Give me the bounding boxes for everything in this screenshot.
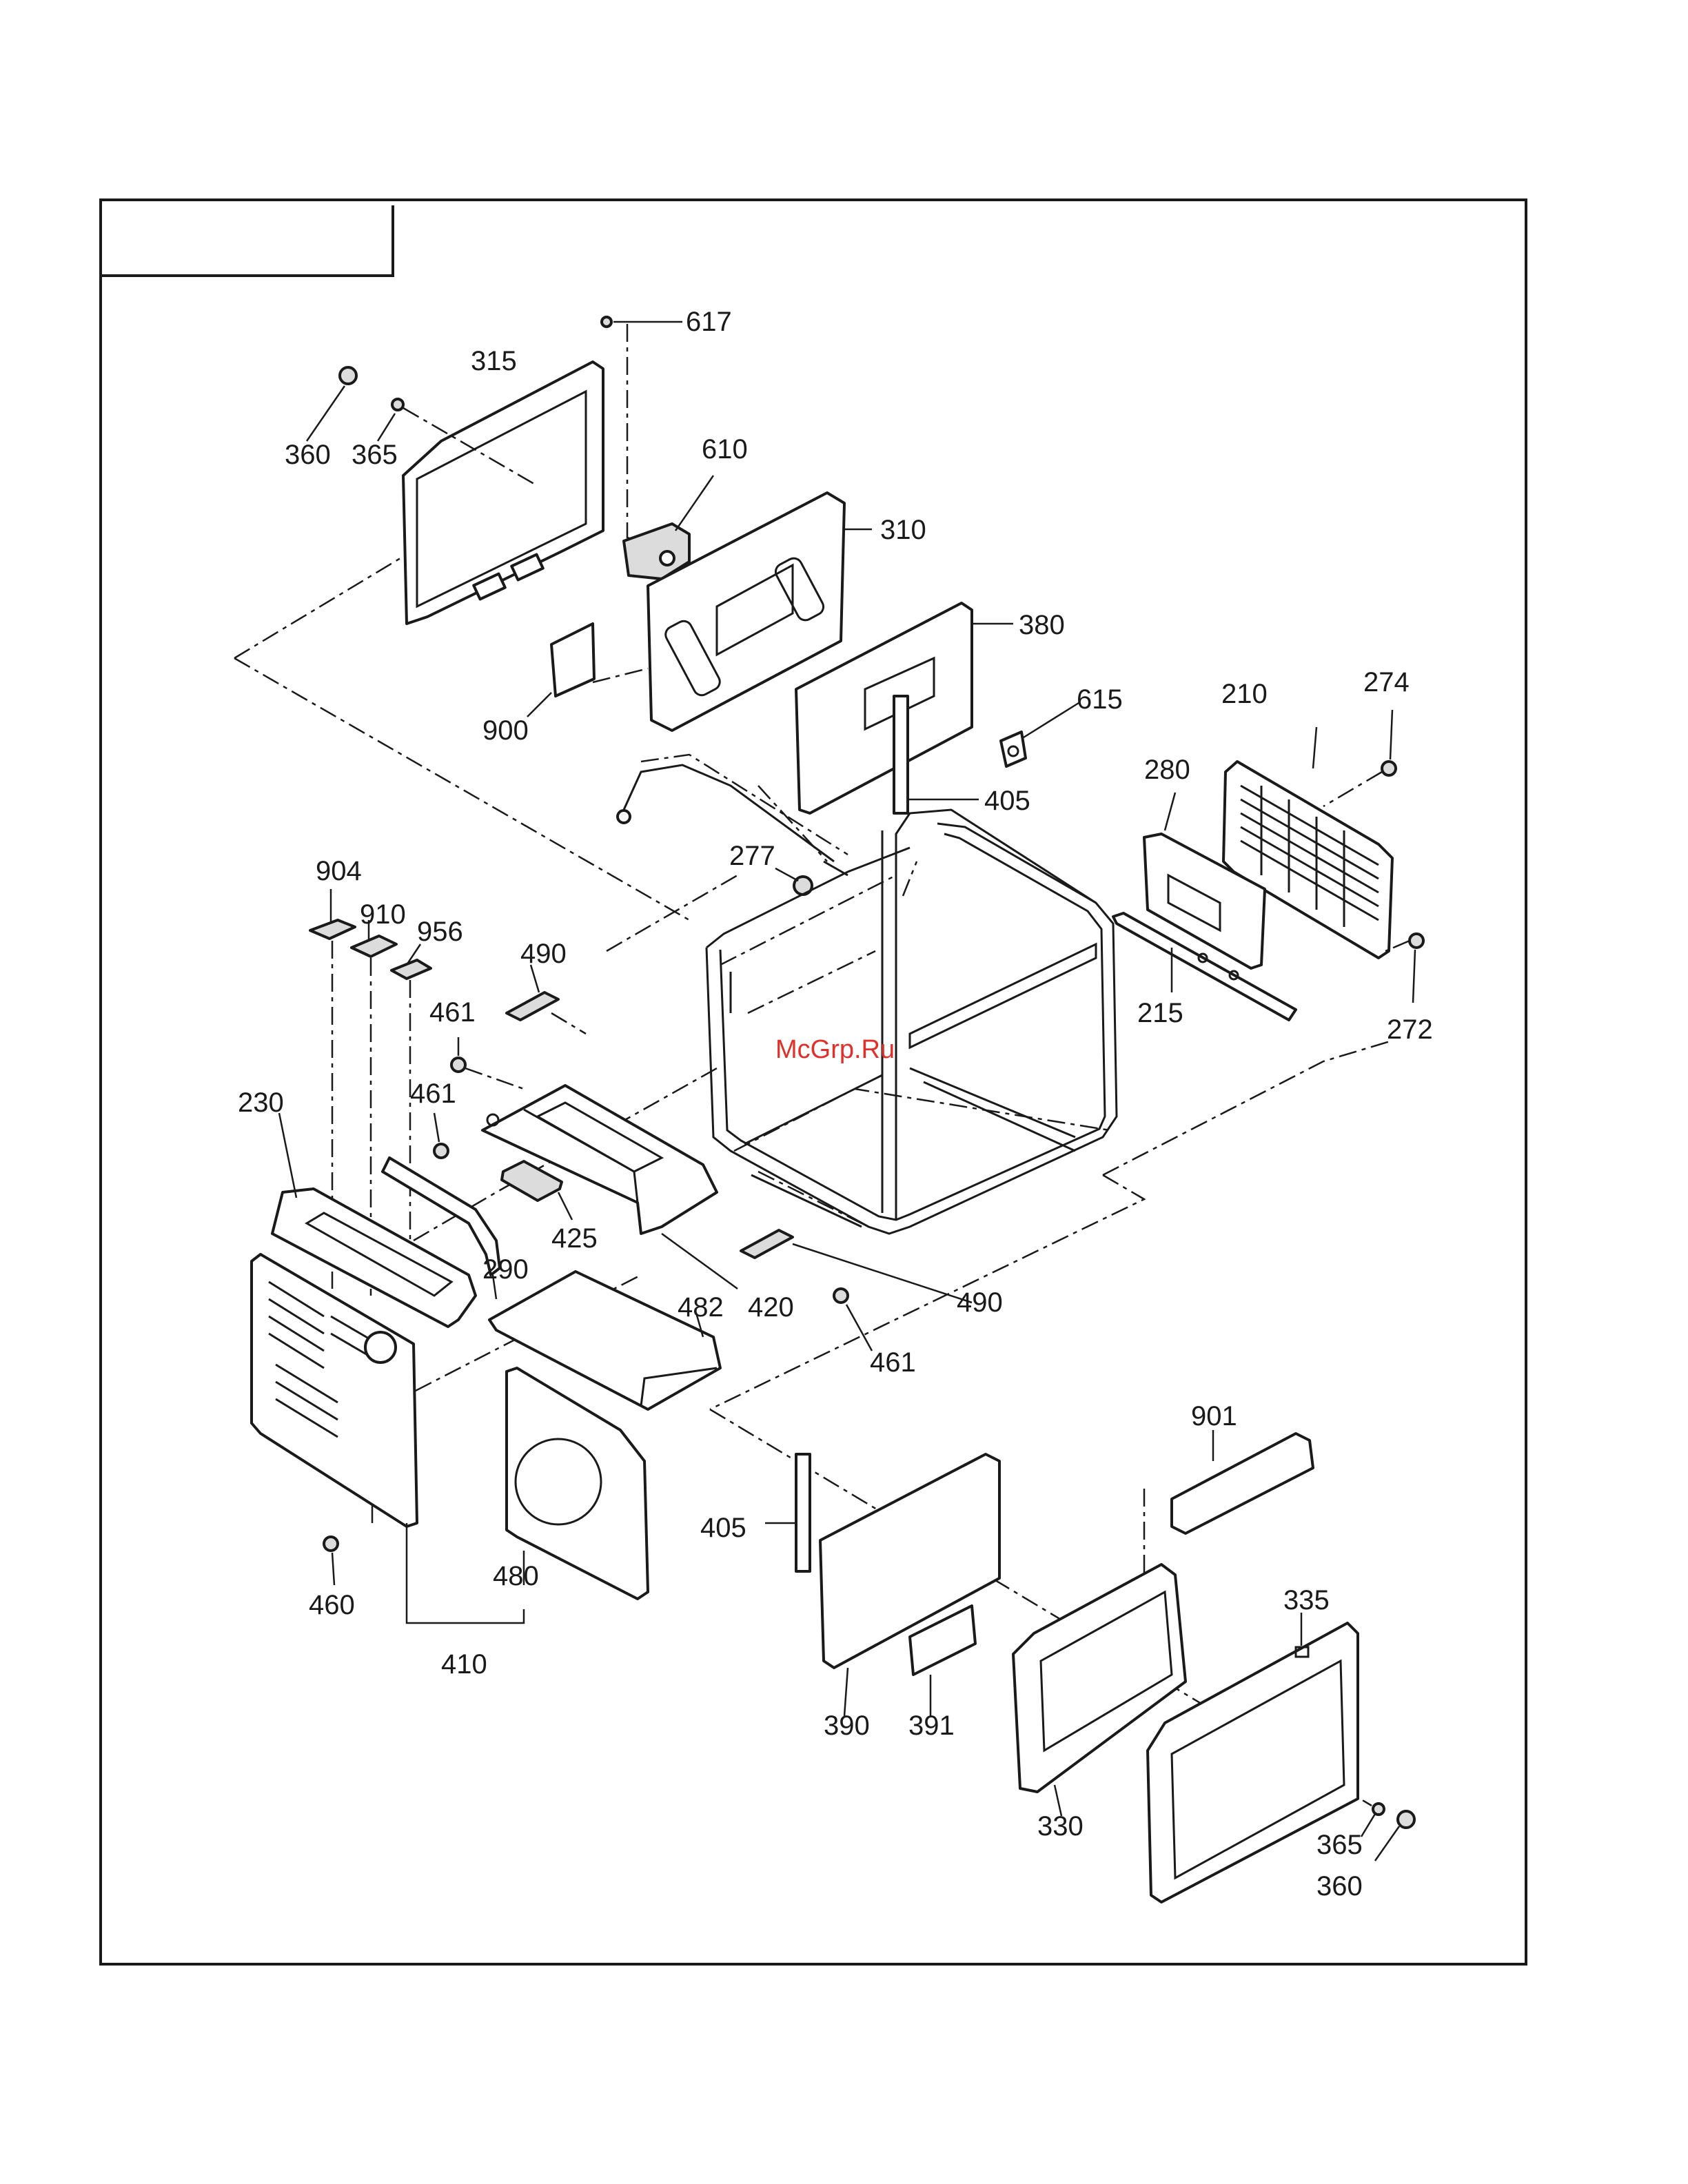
- callout-490-lower: 490: [957, 1287, 1003, 1318]
- callout-215: 215: [1137, 998, 1183, 1028]
- bolt-274: [1323, 710, 1396, 806]
- callout-330: 330: [1037, 1811, 1084, 1841]
- callout-425: 425: [551, 1223, 598, 1254]
- callout-617: 617: [686, 307, 732, 337]
- callout-365-top: 365: [352, 440, 398, 470]
- part-615-clip: [1001, 703, 1079, 766]
- callout-391: 391: [908, 1711, 955, 1741]
- callout-272: 272: [1387, 1014, 1433, 1045]
- callout-956: 956: [417, 917, 463, 947]
- callout-900: 900: [482, 715, 529, 746]
- bolt-461-c: [834, 1289, 872, 1351]
- bolt-272: [1385, 934, 1423, 1003]
- callout-280: 280: [1144, 755, 1190, 785]
- callout-335: 335: [1283, 1585, 1330, 1615]
- part-900-label: [527, 624, 648, 717]
- callout-405-upper: 405: [984, 786, 1030, 816]
- callout-482: 482: [678, 1292, 724, 1323]
- part-410-front-grille: [252, 1254, 524, 1623]
- callout-490-upper: 490: [520, 939, 567, 969]
- callout-904: 904: [316, 856, 362, 886]
- bolt-461-b: [434, 1113, 448, 1158]
- callout-610: 610: [702, 434, 748, 465]
- callout-410: 410: [441, 1649, 487, 1680]
- part-425-pad: [502, 1161, 572, 1220]
- callout-460: 460: [309, 1590, 355, 1620]
- part-390-side-sheet: [820, 1454, 999, 1716]
- callout-405-lower: 405: [700, 1513, 746, 1543]
- callout-480: 480: [493, 1561, 539, 1591]
- part-315-top-cover-frame: [403, 362, 603, 624]
- callout-461-b: 461: [410, 1079, 456, 1109]
- callout-461-a: 461: [429, 997, 476, 1028]
- part-904-label: [310, 889, 355, 939]
- callout-901: 901: [1191, 1401, 1237, 1431]
- part-956-label: [392, 944, 431, 979]
- callout-910: 910: [360, 899, 406, 930]
- callout-380: 380: [1019, 610, 1065, 640]
- callout-390: 390: [824, 1711, 870, 1741]
- bolt-460: [324, 1537, 338, 1585]
- part-277-nut: [775, 868, 812, 895]
- callout-360-bottom: 360: [1316, 1871, 1363, 1901]
- callout-420: 420: [748, 1292, 794, 1323]
- callout-210: 210: [1221, 679, 1268, 709]
- title-box: [101, 205, 393, 276]
- callout-277: 277: [729, 841, 775, 871]
- callout-274: 274: [1363, 667, 1410, 697]
- watermark-text: McGrp.Ru: [775, 1035, 895, 1064]
- callout-461-c: 461: [870, 1347, 916, 1378]
- callout-360-top: 360: [285, 440, 331, 470]
- part-405-rod-lower: [765, 1454, 810, 1571]
- callout-310: 310: [880, 515, 926, 545]
- bolts-365-360-bottom: [1361, 1804, 1414, 1861]
- callout-290: 290: [482, 1254, 529, 1285]
- bolt-461-a: [451, 1037, 524, 1089]
- part-901-label: [1172, 1430, 1313, 1533]
- callout-230: 230: [238, 1088, 284, 1118]
- callout-615: 615: [1077, 684, 1123, 715]
- callout-315: 315: [471, 346, 517, 376]
- part-490-upper: [507, 965, 586, 1034]
- part-617-screw: [602, 317, 682, 327]
- callout-365-bottom: 365: [1316, 1830, 1363, 1860]
